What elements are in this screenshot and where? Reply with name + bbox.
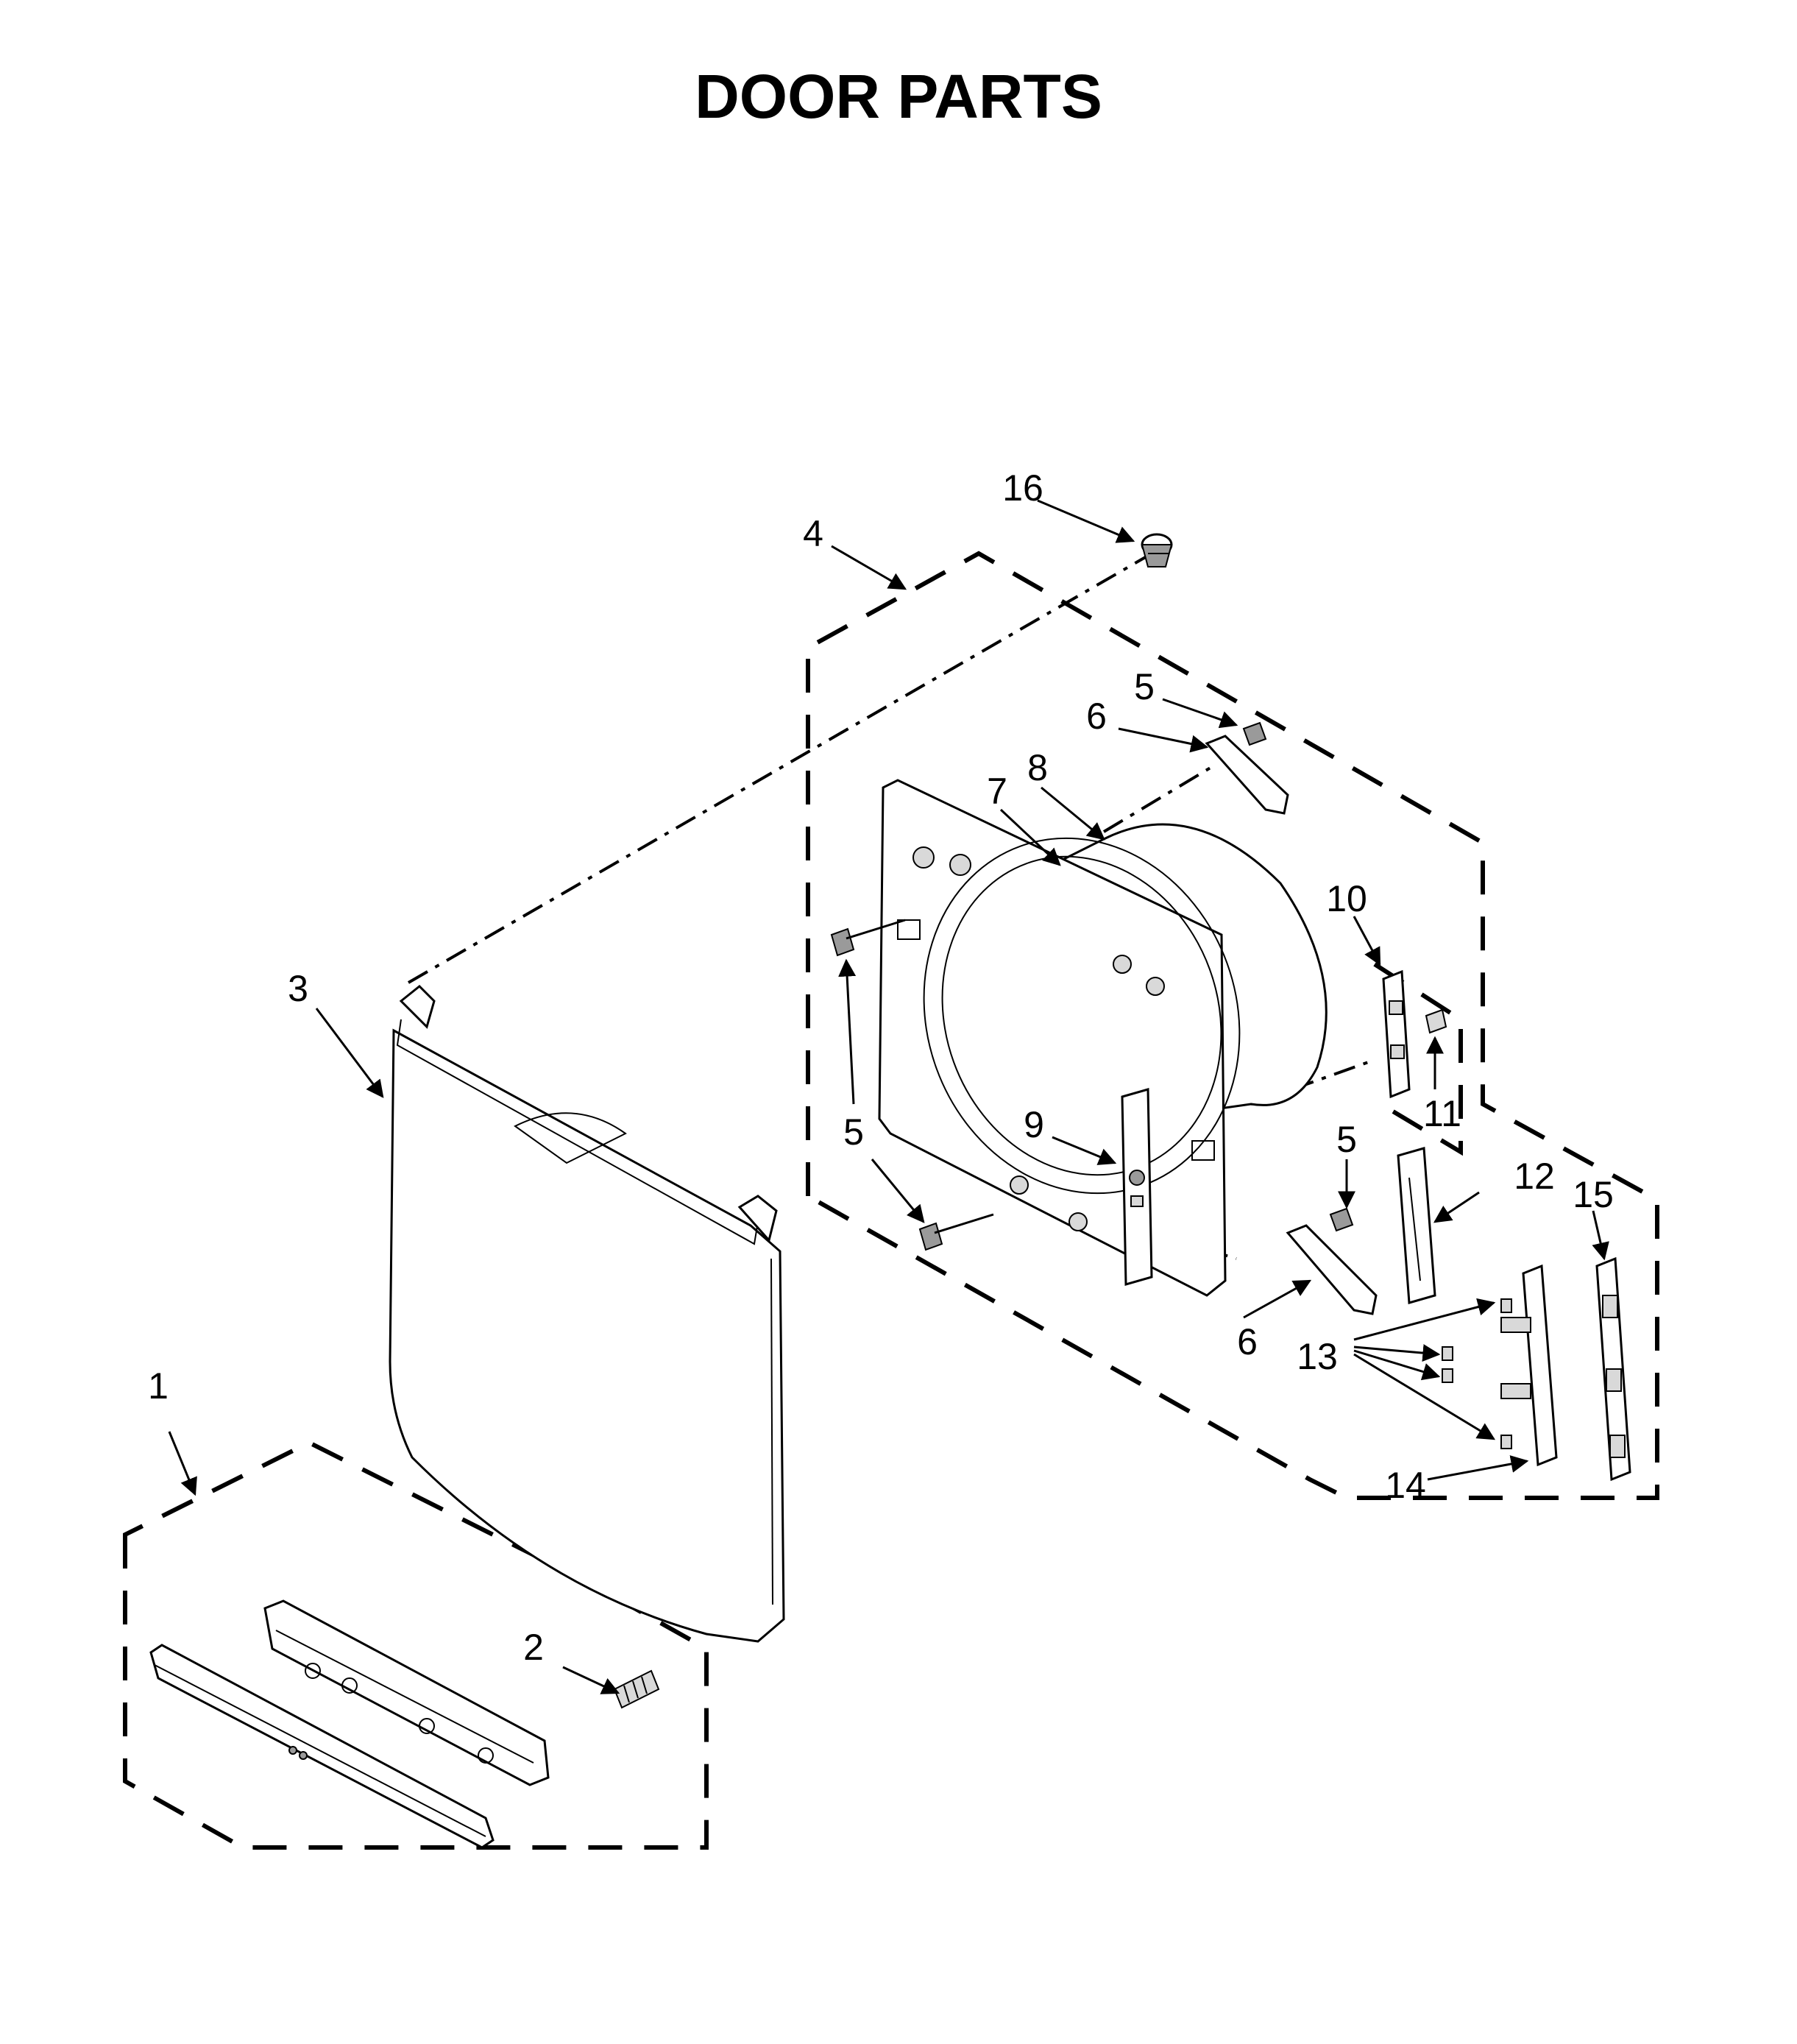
callout-12: 12 [1514,1156,1555,1197]
alignment-line-16 [408,554,1149,984]
part-12-bracket [1397,1147,1436,1304]
callout-15: 15 [1573,1174,1614,1215]
part-6-hinge-bottom [1286,1224,1378,1315]
callout-3: 3 [288,968,308,1009]
part-14-hinge [1500,1264,1558,1467]
callout-10: 10 [1326,878,1367,919]
assembly-1-boundary [123,1440,709,1850]
part-16-plug [1141,533,1173,567]
part-5-screw-top [1242,721,1267,746]
callout-9: 9 [1024,1104,1044,1145]
part-1-handle [149,1599,550,1849]
callout-11: 11 [1423,1093,1461,1134]
callout-8: 8 [1027,747,1048,788]
callout-1: 1 [148,1365,169,1407]
part-10-latch [1382,969,1411,1099]
part-6-hinge-top [1205,735,1289,815]
callout-5-top: 5 [1134,666,1155,707]
callout-2: 2 [523,1627,544,1668]
assembly-4-boundary [806,551,1659,1500]
part-13-bushings [1442,1298,1512,1449]
callout-13: 13 [1297,1336,1338,1377]
callout-14: 14 [1385,1465,1426,1506]
part-11-clip [1425,1008,1447,1034]
part-5-screw-right [1329,1207,1354,1232]
callout-5-left: 5 [843,1111,864,1153]
leader-lines [168,499,1609,1694]
callout-6-top: 6 [1086,696,1107,737]
diagram-title: DOOR PARTS [695,62,1102,131]
callout-5-right: 5 [1336,1119,1357,1160]
alignment-line-6 [1102,764,1216,833]
sub-boundary-10-11 [1373,962,1463,1156]
part-5-screw-left [830,919,906,957]
callout-16: 16 [1002,467,1043,509]
part-15-plate [1595,1256,1631,1482]
callout-6-bottom: 6 [1237,1321,1258,1362]
part-2-screw [613,1669,660,1709]
callout-7: 7 [987,771,1007,812]
part-9-strike [1121,1088,1153,1286]
part-3-door-panel [389,984,785,1643]
callout-4: 4 [803,513,823,554]
part-5-screw-bottom [918,1213,994,1251]
